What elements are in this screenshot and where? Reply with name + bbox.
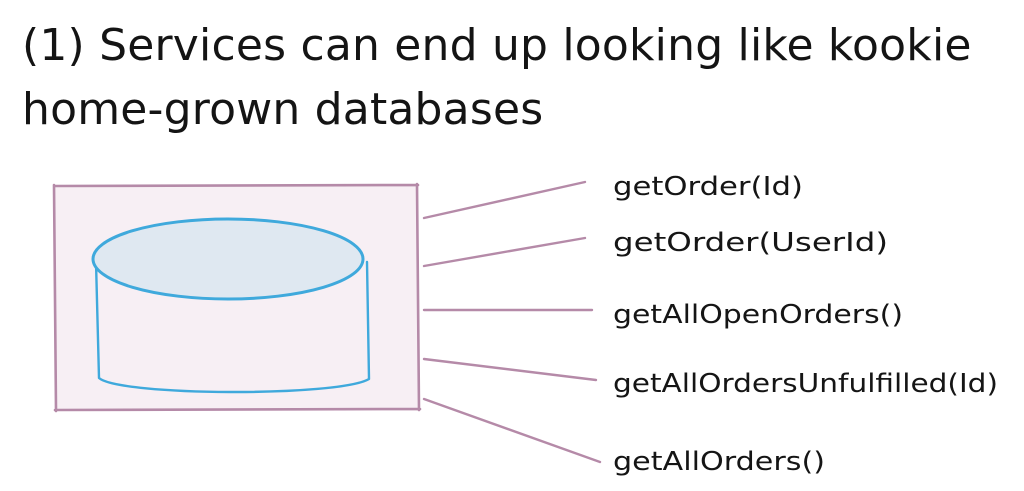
method-label-get-order-id: getOrder(Id) — [613, 172, 803, 202]
database-cylinder — [91, 217, 371, 394]
connector-line-get-order-id — [422, 180, 587, 220]
title-line-2: home-grown databases — [22, 84, 544, 135]
connector-line-get-all-orders — [422, 397, 602, 464]
method-label-get-all-open-orders: getAllOpenOrders() — [613, 300, 903, 330]
title-line-1: (1) Services can end up looking like koo… — [22, 20, 972, 71]
method-label-get-all-orders-unfulfilled: getAllOrdersUnfulfilled(Id) — [613, 369, 998, 399]
method-label-get-all-orders: getAllOrders() — [613, 447, 825, 477]
method-labels: getOrder(Id) getOrder(UserId) getAllOpen… — [613, 172, 998, 477]
diagram-title: (1) Services can end up looking like koo… — [22, 14, 1002, 142]
database-top — [91, 217, 365, 301]
connector-lines — [422, 180, 602, 464]
connector-line-get-all-orders-unfulfilled — [422, 357, 598, 382]
database-body — [94, 260, 371, 394]
service-box-outline — [52, 182, 422, 413]
method-label-get-order-user-id: getOrder(UserId) — [613, 228, 888, 258]
connector-line-get-order-user-id — [422, 236, 587, 268]
